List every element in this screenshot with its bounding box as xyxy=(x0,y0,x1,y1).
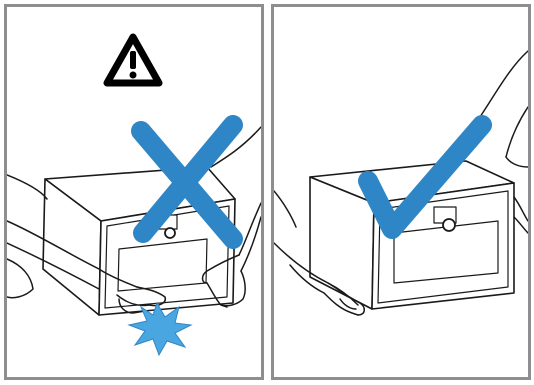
warning-triangle-icon xyxy=(107,37,159,83)
correct-carry-illustration xyxy=(274,7,528,377)
box-illustration xyxy=(310,161,514,309)
correct-carry-panel xyxy=(271,4,531,380)
incorrect-carry-illustration xyxy=(7,7,261,377)
incorrect-carry-panel xyxy=(4,4,264,380)
